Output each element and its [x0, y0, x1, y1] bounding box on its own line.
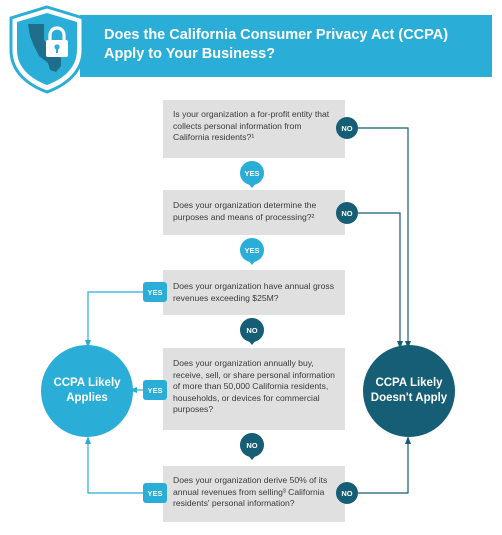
question-5-text: Does your organization derive 50% of its… [173, 475, 328, 508]
no-badge-q5: NO [336, 482, 358, 504]
yes-badge-q3: YES [143, 282, 167, 302]
question-box-5: Does your organization derive 50% of its… [163, 466, 345, 522]
no-connector-q5 [358, 436, 411, 494]
yes-pin-1: YES [238, 160, 266, 188]
yes-badge-q5: YES [143, 483, 167, 503]
outcome-ccpa-applies: CCPA Likely Applies [41, 345, 133, 437]
question-4-text: Does your organization annually buy, rec… [173, 358, 335, 414]
question-1-text: Is your organization a for-profit entity… [173, 109, 330, 142]
yes-connector-q5 [85, 436, 143, 494]
california-lock-shield-icon [9, 5, 85, 94]
yes-connector-q3 [85, 291, 143, 348]
yes-badge-q4: YES [143, 380, 167, 400]
question-2-text: Does your organization determine the pur… [173, 200, 317, 222]
no-connector-q2 [358, 212, 403, 349]
yes-pin-2: YES [238, 237, 266, 265]
yes-pin-2-label: YES [244, 245, 260, 255]
no-pin-2-label: NO [246, 440, 258, 450]
question-3-text: Does your organization have annual gross… [173, 281, 334, 303]
question-box-4: Does your organization annually buy, rec… [163, 348, 345, 430]
no-pin-1-label: NO [246, 325, 258, 335]
yes-pin-1-label: YES [244, 168, 260, 178]
no-pin-2: NO [238, 432, 266, 460]
no-pin-1: NO [238, 317, 266, 345]
question-box-3: Does your organization have annual gross… [163, 270, 345, 315]
no-badge-q1: NO [336, 117, 358, 139]
no-connector-q1 [358, 127, 411, 349]
outcome-ccpa-doesnt-apply: CCPA Likely Doesn't Apply [363, 345, 455, 437]
question-box-2: Does your organization determine the pur… [163, 190, 345, 235]
header-banner: Does the California Consumer Privacy Act… [80, 15, 492, 77]
page-title: Does the California Consumer Privacy Act… [104, 27, 449, 62]
question-box-1: Is your organization a for-profit entity… [163, 100, 345, 158]
no-badge-q2: NO [336, 202, 358, 224]
